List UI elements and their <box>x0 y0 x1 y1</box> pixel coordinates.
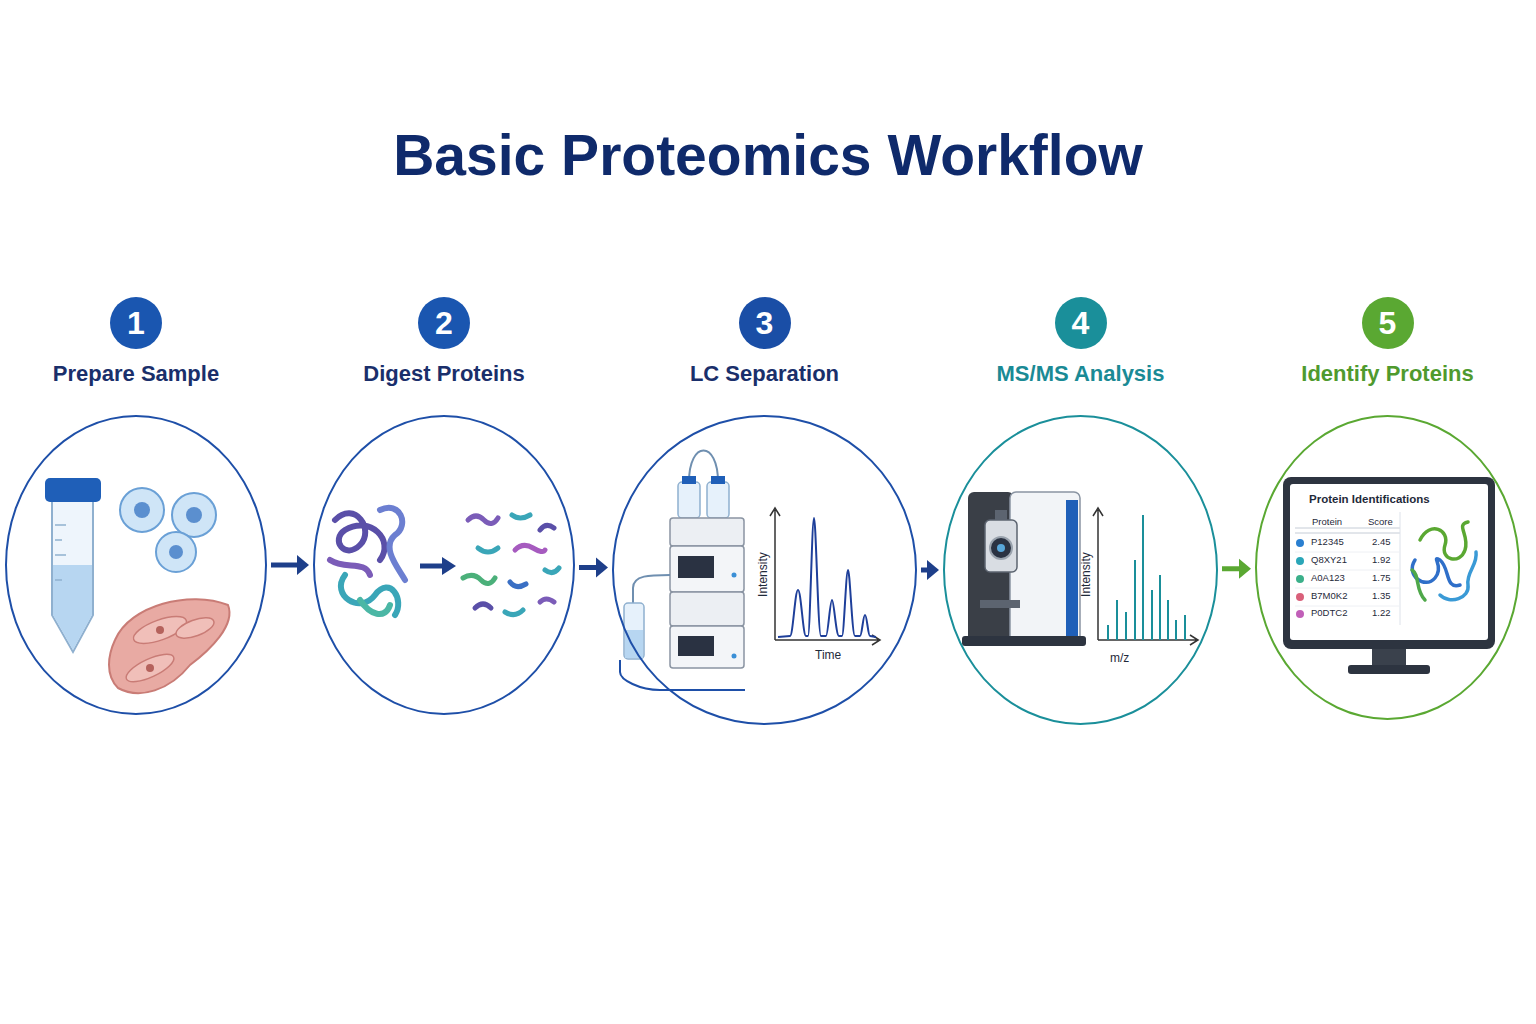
step-header: 1Prepare Sample <box>0 297 296 387</box>
diagram-label: 1.22 <box>1372 608 1391 618</box>
cells <box>120 488 216 572</box>
monitor <box>1283 477 1495 674</box>
step-header: 3 LC Separation <box>605 297 925 387</box>
step-number: 3 <box>739 297 791 349</box>
diagram-label: Score <box>1368 517 1393 527</box>
diagram-label: Protein <box>1312 517 1342 527</box>
tissue <box>109 599 229 693</box>
step-header: 2Digest Proteins <box>284 297 604 387</box>
diagram-label: Intensity <box>756 553 769 598</box>
diagram-label: A0A123 <box>1311 573 1345 583</box>
diagram-label: Q8XY21 <box>1311 555 1347 565</box>
diagram-label: 1.92 <box>1372 555 1391 565</box>
diagram-label: P12345 <box>1311 537 1344 547</box>
step-header: 4MS/MS Analysis <box>921 297 1241 387</box>
peptides <box>463 515 559 615</box>
step-header: 5Identify Proteins <box>1228 297 1536 387</box>
flow-arrow <box>271 555 309 575</box>
chromatogram <box>770 508 880 645</box>
step-number: 4 <box>1055 297 1107 349</box>
folded-protein <box>330 508 405 615</box>
diagram-label: 1.35 <box>1372 591 1391 601</box>
step-heading: Prepare Sample <box>0 361 296 387</box>
flow-arrow <box>921 560 939 580</box>
diagram-title: Basic Proteomics Workflow <box>0 122 1536 188</box>
step-heading: Identify Proteins <box>1228 361 1536 387</box>
step-heading: Digest Proteins <box>284 361 604 387</box>
step-number: 5 <box>1362 297 1414 349</box>
step-heading: MS/MS Analysis <box>921 361 1241 387</box>
step-number: 1 <box>110 297 162 349</box>
ms-spectrum <box>1093 508 1198 645</box>
mass-spectrometer <box>962 492 1086 646</box>
diagram-label: B7M0K2 <box>1311 591 1347 601</box>
step-heading: LC Separation <box>605 361 925 387</box>
diagram-label: Intensity <box>1079 553 1092 598</box>
diagram-label: 2.45 <box>1372 537 1391 547</box>
workflow-step-circle: 5Identify Proteins <box>1255 415 1520 720</box>
workflow-step-circle: 1Prepare Sample <box>5 415 267 715</box>
diagram-label: Protein Identifications <box>1309 493 1430 506</box>
diagram-label: Time <box>815 649 841 662</box>
digest-arrow <box>420 557 456 575</box>
protein-structure <box>1412 522 1476 600</box>
workflow-step-circle: 2Digest Proteins <box>313 415 575 715</box>
diagram-label: P0DTC2 <box>1311 608 1347 618</box>
diagram-label: m/z <box>1110 652 1129 665</box>
flow-arrow <box>1222 559 1251 579</box>
sample-tube <box>45 478 101 652</box>
step-number: 2 <box>418 297 470 349</box>
flow-arrow <box>579 558 608 578</box>
diagram-label: 1.75 <box>1372 573 1391 583</box>
lc-system <box>620 451 745 691</box>
